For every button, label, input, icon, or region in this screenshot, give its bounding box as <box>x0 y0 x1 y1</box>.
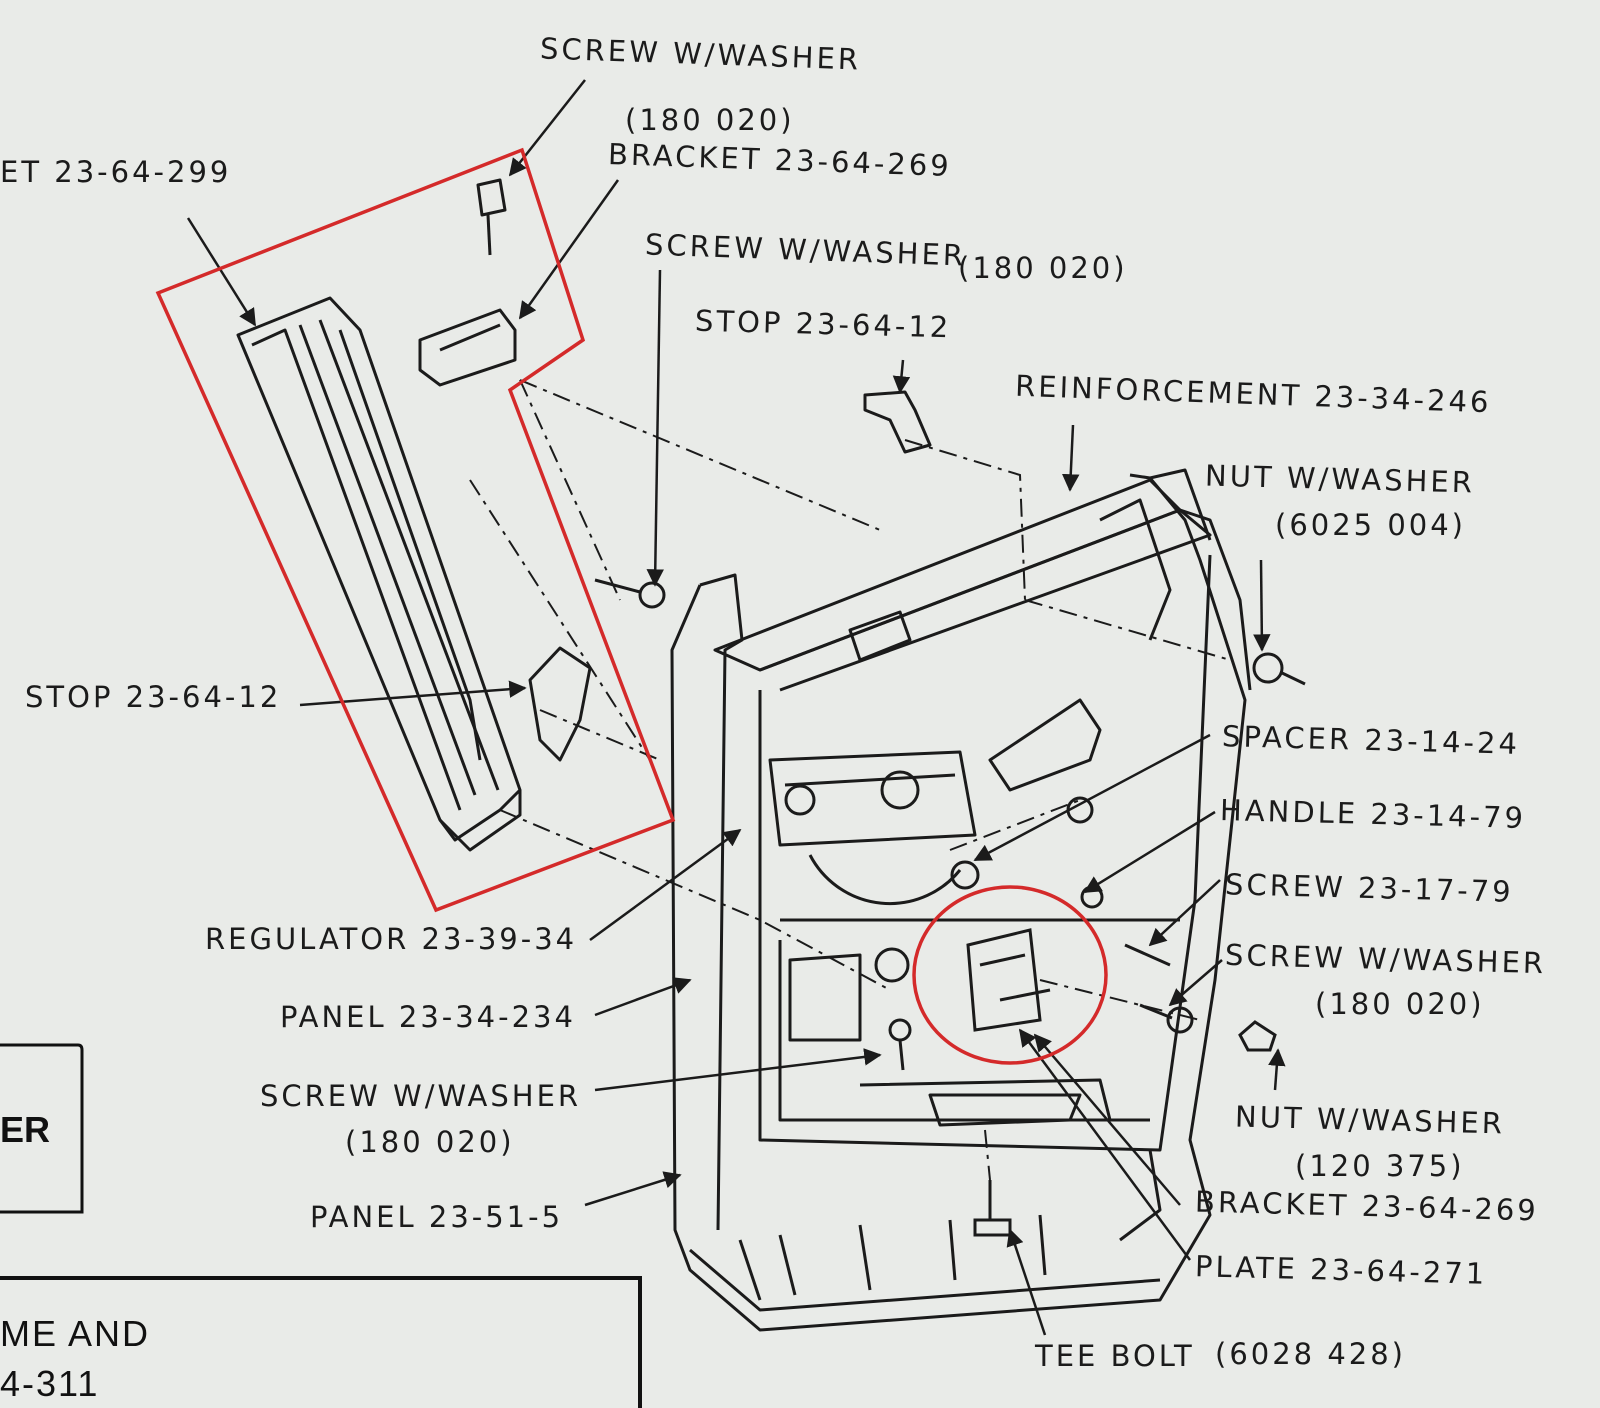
label-plate: PLATE 23-64-271 <box>1194 1249 1488 1291</box>
label-handle: HANDLE 23-14-79 <box>1219 793 1527 835</box>
label-screw-left-num: (180 020) <box>345 1125 515 1159</box>
label-nut-bottom-num: (120 375) <box>1295 1149 1465 1183</box>
red-circle-highlight <box>912 885 1108 1065</box>
side-box-lower-border <box>0 1276 642 1408</box>
label-nut-top: NUT W/WASHER <box>1204 458 1476 500</box>
side-box-lower-line1: ME AND <box>0 1313 151 1354</box>
label-screw-top-num: (180 020) <box>625 103 795 137</box>
label-bracket-299: ET 23-64-299 <box>0 155 232 189</box>
side-box-upper-text: ER <box>0 1109 51 1150</box>
side-box-lower-line2: 4-311 <box>0 1363 100 1404</box>
side-box-upper-border <box>0 1043 84 1214</box>
label-stop-top: STOP 23-64-12 <box>694 303 952 345</box>
label-spacer: SPACER 23-14-24 <box>1221 719 1521 761</box>
label-panel-51: PANEL 23-51-5 <box>310 1200 564 1234</box>
label-screw-mid-num: (180 020) <box>958 251 1128 285</box>
label-screw-right-num: (180 020) <box>1315 987 1485 1021</box>
label-screw-right: SCREW W/WASHER <box>1224 937 1547 981</box>
glass-run-channel <box>236 178 666 852</box>
leader-lines <box>186 79 1286 1336</box>
label-tee-bolt: TEE BOLT <box>1035 1339 1195 1373</box>
assembly-lines <box>469 379 1231 1181</box>
red-outline-highlight <box>155 147 676 913</box>
label-screw-left: SCREW W/WASHER <box>260 1079 582 1113</box>
label-nut-bottom: NUT W/WASHER <box>1234 1099 1506 1141</box>
label-nut-top-num: (6025 004) <box>1275 508 1467 542</box>
door-panel-assembly <box>670 390 1252 1332</box>
label-screw-17: SCREW 23-17-79 <box>1224 867 1515 909</box>
label-panel-234: PANEL 23-34-234 <box>280 1000 576 1034</box>
label-stop-left: STOP 23-64-12 <box>25 680 282 714</box>
label-regulator: REGULATOR 23-39-34 <box>205 922 578 956</box>
label-tee-bolt-num: (6028 428) <box>1215 1337 1407 1371</box>
hardware-parts <box>888 652 1306 1237</box>
label-bracket-269-bottom: BRACKET 23-64-269 <box>1194 1184 1540 1228</box>
